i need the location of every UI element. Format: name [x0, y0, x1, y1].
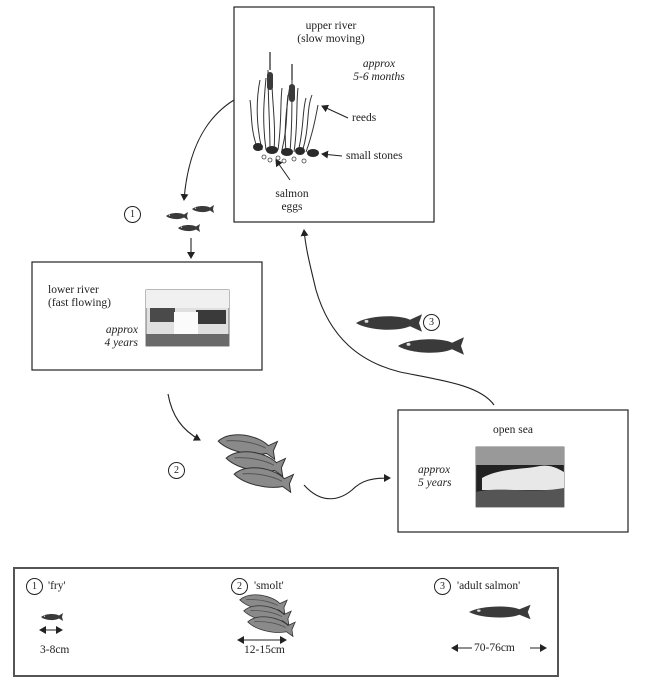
cattail-head — [267, 72, 273, 90]
reeds-illustration — [249, 52, 319, 153]
reeds-label: reeds — [352, 112, 377, 124]
adult-salmon-fish — [356, 314, 464, 355]
smolt-fish — [216, 428, 295, 494]
legend-fry-name: 'fry' — [48, 580, 66, 592]
arrow-upper-to-fry — [180, 99, 235, 201]
upper-river-title: upper river (slow moving) — [297, 20, 365, 45]
legend-adult-number: 3 — [434, 578, 451, 595]
open-sea-duration: approx 5 years — [418, 464, 452, 489]
upper-river-duration: approx 5-6 months — [353, 58, 405, 83]
reeds-pointer — [321, 104, 349, 119]
legend-adult-name: 'adult salmon' — [457, 580, 521, 592]
legend-smolt-fish — [238, 590, 297, 638]
cattail-head — [289, 84, 295, 102]
waterfall-picture — [145, 289, 230, 347]
upper-river-box — [233, 6, 435, 223]
legend-smolt-number: 2 — [231, 578, 248, 595]
arrow-lower-to-smolt — [167, 393, 201, 441]
legend-fry-size: 3-8cm — [40, 644, 70, 656]
arrow-sea-to-upper — [300, 229, 495, 406]
small-stones-label: small stones — [346, 150, 403, 162]
legend-box — [13, 567, 559, 677]
eggs-pointer — [275, 159, 291, 181]
sea-picture — [475, 446, 565, 508]
open-sea-box — [397, 409, 629, 533]
stage-number-2: 2 — [168, 462, 185, 479]
small-stones-illustration — [253, 143, 319, 157]
open-sea-title: open sea — [493, 424, 533, 436]
lower-river-duration: approx 4 years — [104, 324, 138, 349]
lower-river-title: lower river (fast flowing) — [48, 284, 111, 309]
lower-river-box — [31, 261, 263, 371]
arrow-smolt-to-sea — [303, 474, 391, 500]
stage-number-1: 1 — [124, 206, 141, 223]
legend-fry-number: 1 — [26, 578, 43, 595]
stones-pointer — [321, 150, 343, 159]
fry-fish — [166, 205, 214, 232]
legend-smolt-name: 'smolt' — [254, 580, 284, 592]
salmon-eggs-label: salmon eggs — [275, 188, 309, 213]
legend-fry-fish — [41, 613, 63, 621]
legend-smolt-size: 12-15cm — [244, 644, 285, 656]
stage-number-3: 3 — [423, 314, 440, 331]
legend-adult-size: 70-76cm — [474, 642, 515, 654]
salmon-eggs-illustration — [261, 154, 307, 164]
legend-adult-fish — [469, 604, 531, 620]
